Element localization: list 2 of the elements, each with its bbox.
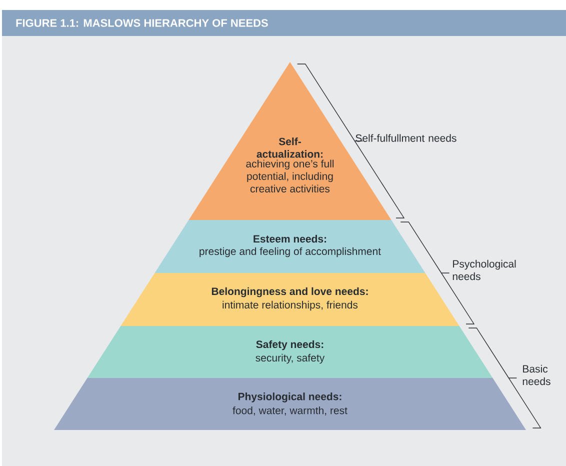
header-bar: FIGURE 1.1: MASLOWS HIERARCHY OF NEEDS [2,10,566,36]
pyramid-level: Esteem needs: prestige and feeling of accomplishment [154,220,426,273]
